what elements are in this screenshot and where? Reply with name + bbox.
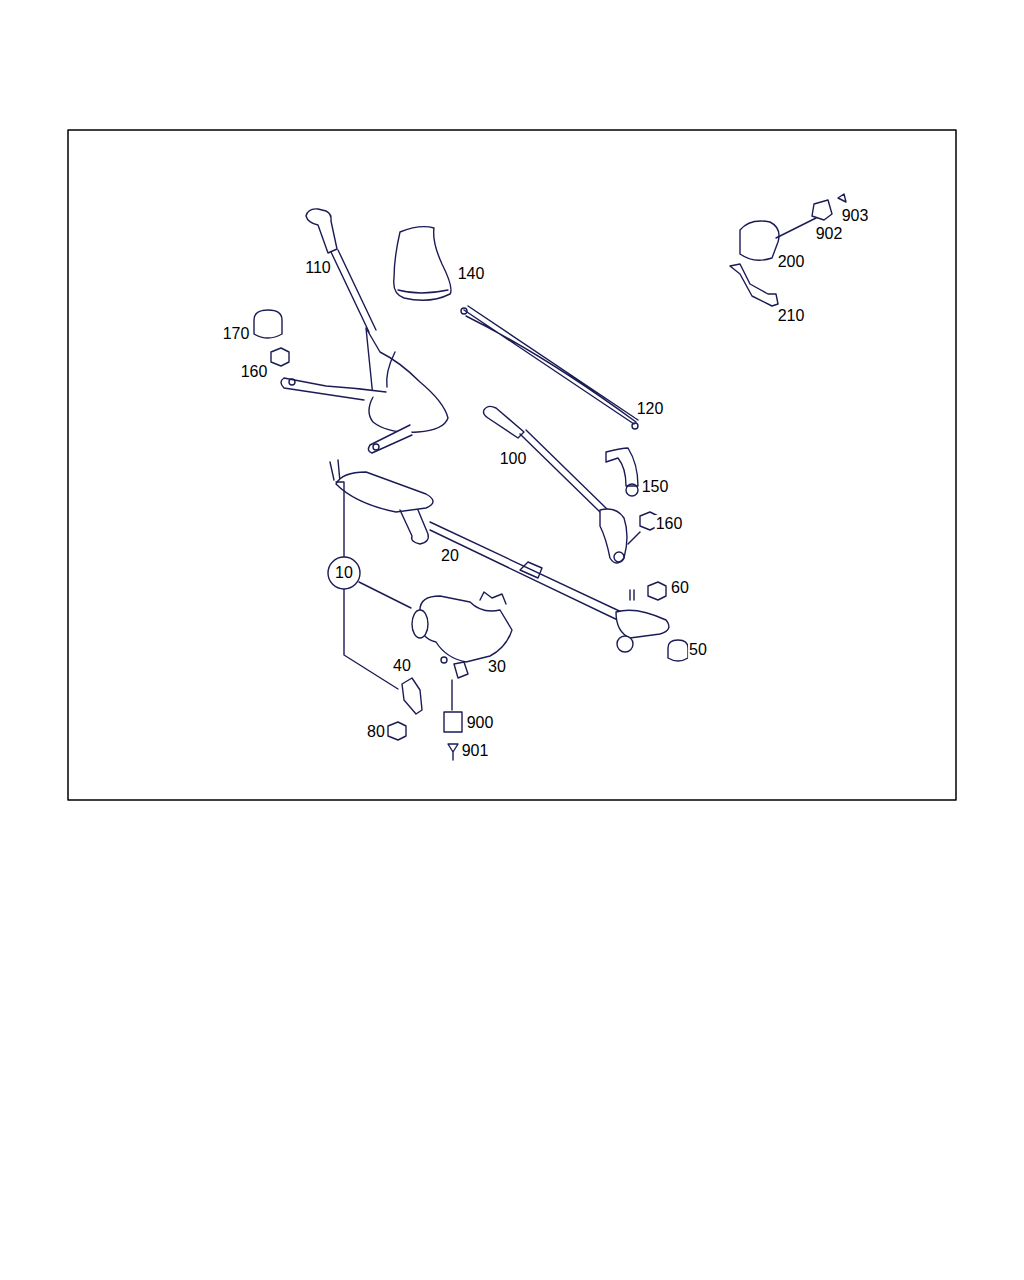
callout-number: 902	[815, 225, 844, 243]
callout-number: 30	[487, 658, 507, 676]
callout-number: 140	[457, 265, 486, 283]
callout-number: 901	[461, 742, 490, 760]
callout-number: 150	[641, 478, 670, 496]
callout-number: 900	[466, 714, 495, 732]
callout-number: 10	[327, 564, 361, 582]
callout-number: 100	[499, 450, 528, 468]
callout-number: 160	[240, 363, 269, 381]
callout-number: 50	[688, 641, 708, 659]
callout-number: 210	[777, 307, 806, 325]
callout-number: 200	[777, 253, 806, 271]
callout-number: 120	[636, 400, 665, 418]
callout-number: 903	[841, 207, 870, 225]
callout-number: 80	[366, 723, 386, 741]
callout-number: 20	[440, 547, 460, 565]
callout-number: 60	[670, 579, 690, 597]
callout-number: 160	[655, 515, 684, 533]
callout-circle: 10	[327, 556, 361, 590]
callout-number: 170	[222, 325, 251, 343]
callout-number: 110	[304, 259, 332, 277]
callout-number: 40	[392, 657, 412, 675]
